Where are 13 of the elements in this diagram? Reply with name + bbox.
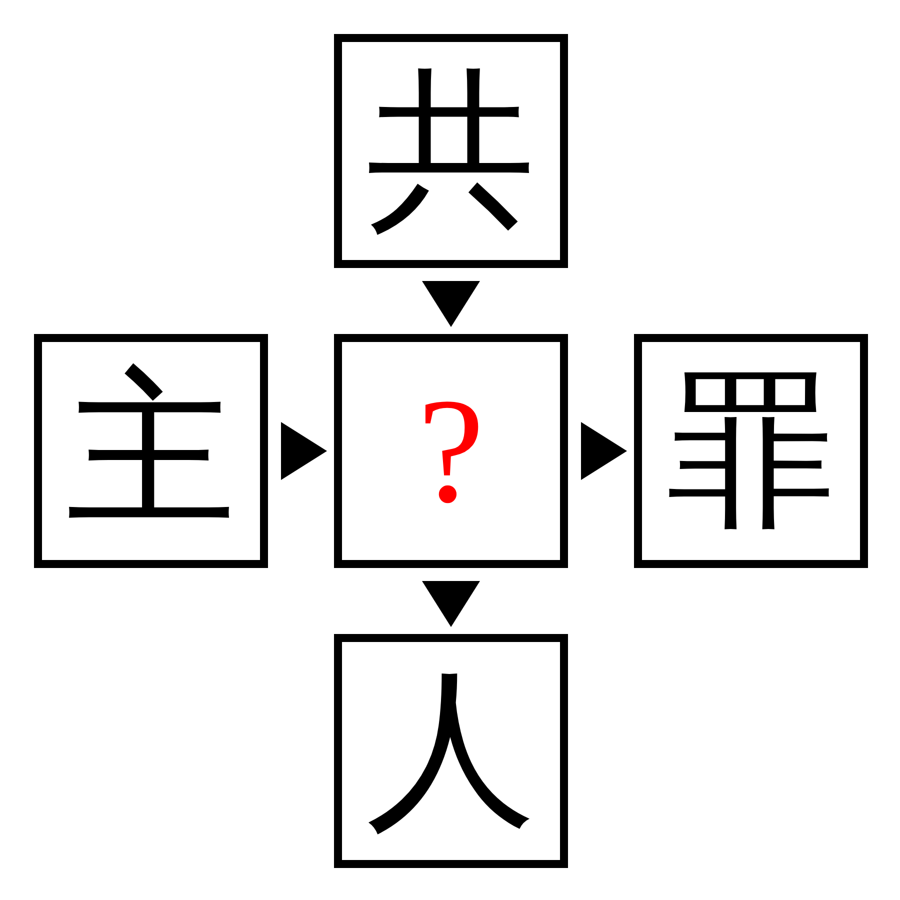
character-text: ? [418, 376, 484, 526]
character-box [334, 334, 568, 568]
arrow [278, 422, 327, 480]
character-text: 人 [366, 666, 536, 836]
character-text: 共 [366, 66, 536, 236]
arrow [422, 278, 480, 327]
arrow [578, 422, 627, 480]
character-box [334, 634, 568, 868]
arrow [422, 578, 480, 627]
character-box [334, 34, 568, 268]
character-box [34, 334, 268, 568]
character-box [634, 334, 868, 568]
character-text: 罪 [666, 366, 836, 536]
